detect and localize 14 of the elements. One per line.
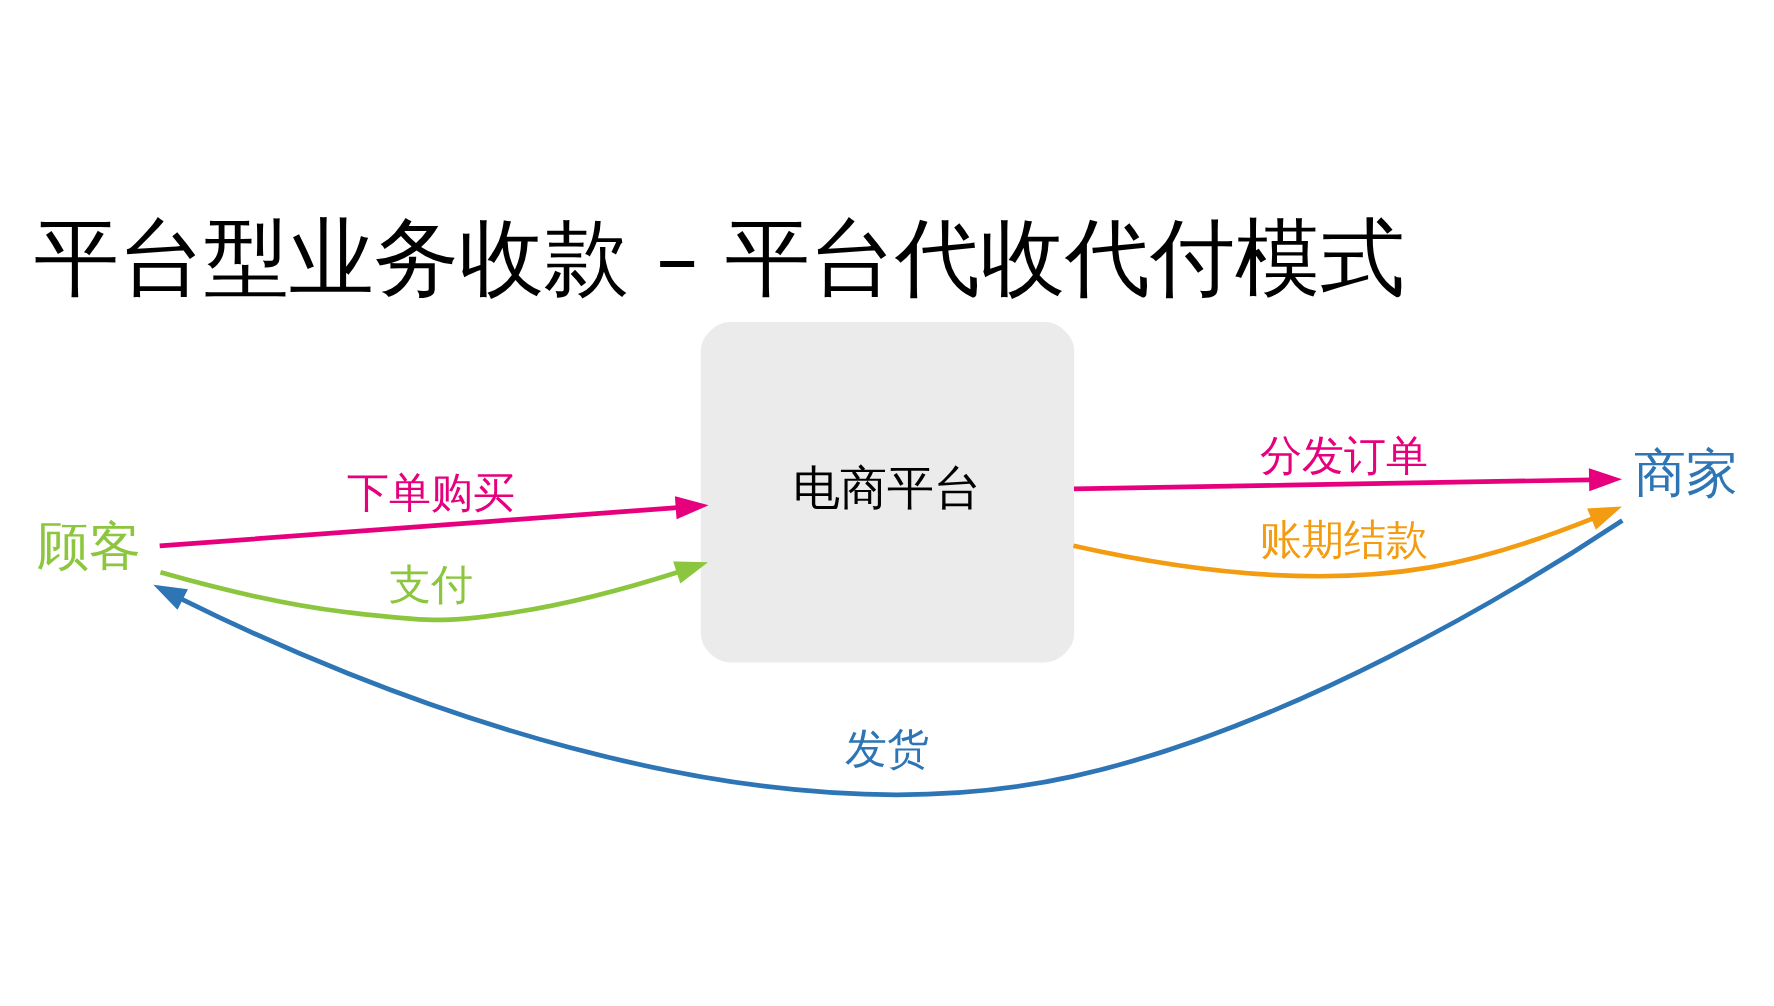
node-box: 电商平台 [700,321,1074,663]
node-text: 顾客 [36,516,141,577]
node-text: 商家 [1633,443,1738,504]
edge-label: 发货 [845,724,929,774]
edge-label: 支付 [388,559,473,609]
edge-label: 下单购买 [346,468,515,518]
edge-label: 账期结款 [1259,515,1428,565]
arrow [1073,468,1622,492]
edge-label: 分发订单 [1259,430,1428,480]
diagram-title: 平台型业务收款 – 平台代收代付模式 [33,209,1405,308]
arrow [159,561,708,623]
arrow [159,496,709,549]
arrow [1072,506,1622,579]
arrow [152,518,1624,797]
